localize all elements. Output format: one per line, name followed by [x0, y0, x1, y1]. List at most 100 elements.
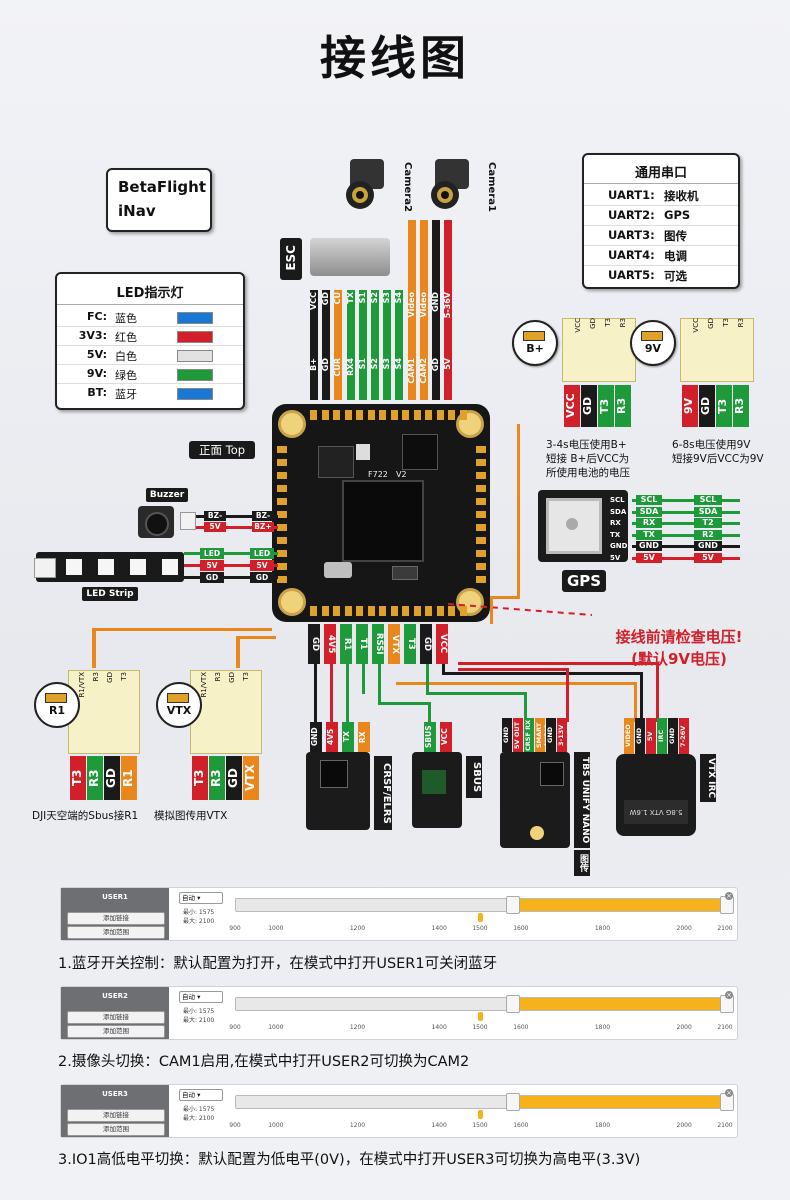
gps-wire-tag-to: R2	[694, 529, 722, 540]
channel-select[interactable]: 自动 ▾	[179, 1089, 223, 1101]
range-min-handle[interactable]	[505, 995, 520, 1013]
board-pad	[277, 446, 287, 453]
wire-tbs-rx	[426, 664, 429, 694]
plug-tag: R1	[34, 682, 80, 728]
crsf-label: CRSF/ELRS	[374, 756, 392, 830]
board-pad	[476, 524, 486, 531]
bottom-pin: RSSI	[372, 624, 384, 664]
range-min-label: 最小: 1575	[183, 1008, 215, 1015]
uart-legend-key: UART3:	[608, 228, 655, 242]
mode-caption: 3.IO1高低电平切换：默认配置为低电平(0V)，在模式中打开USER3可切换为…	[58, 1152, 641, 1168]
camera1-label: Camera1	[486, 162, 497, 212]
sbus-label: SBUS	[466, 756, 482, 798]
range-tick-label: 1500	[472, 1122, 488, 1129]
range-min-label: 最小: 1575	[183, 1106, 215, 1113]
led-strip-label-tag: LED Strip	[82, 587, 138, 601]
tbs-chip	[540, 762, 564, 786]
camera-wire	[407, 220, 416, 290]
vtx-plug-body	[680, 318, 754, 382]
wire-vtx-header	[490, 596, 493, 624]
bottom-pin: GD	[308, 624, 320, 664]
pin-wire	[419, 290, 428, 400]
vtx-plug-tag: 9V	[630, 320, 676, 366]
flight-controller-board: F722 V2	[272, 404, 490, 622]
board-pad	[277, 498, 287, 505]
jumper-pads	[45, 693, 67, 703]
remove-mode-icon[interactable]: ×	[725, 991, 733, 999]
board-pad	[459, 606, 467, 616]
bottom-pin: 4V5	[324, 624, 336, 664]
range-min-handle[interactable]	[505, 1093, 520, 1111]
range-tick-label: 1800	[594, 925, 611, 932]
gps-wire	[632, 533, 740, 537]
board-version: V2	[396, 470, 407, 479]
led-wire	[184, 552, 278, 555]
pin-wire	[334, 290, 343, 400]
led-pin-tag: 5V	[200, 560, 224, 571]
esc-connector	[310, 238, 390, 276]
vtx-plug-note: 6-8s电压使用9V 短接9V后VCC为9V	[672, 439, 764, 465]
led-legend-value: 红色	[115, 331, 137, 344]
add-link-button[interactable]: 添加链接	[67, 912, 165, 925]
jumper-pads	[641, 331, 663, 341]
camera-wire	[432, 220, 440, 290]
uart-legend-value: 可选	[664, 269, 687, 283]
pin-wire	[383, 290, 392, 400]
gps-antenna	[546, 498, 602, 554]
buzzer-label-tag: Buzzer	[146, 488, 188, 502]
gps-wire	[632, 545, 740, 548]
channel-select[interactable]: 自动 ▾	[179, 991, 223, 1003]
board-pad	[476, 498, 486, 505]
board-pad	[356, 410, 363, 420]
usb-port	[324, 562, 352, 578]
range-max-label: 最大: 2100	[183, 1115, 215, 1122]
wire-r1	[92, 628, 96, 668]
range-tick-label: 1000	[268, 1122, 284, 1129]
led-wire	[184, 564, 278, 567]
remove-mode-icon[interactable]: ×	[725, 892, 733, 900]
mode-name: USER3	[102, 1090, 128, 1098]
remove-mode-icon[interactable]: ×	[725, 1089, 733, 1097]
pin-wire	[371, 290, 379, 400]
channel-select[interactable]: 自动 ▾	[179, 892, 223, 904]
led-legend-swatch	[177, 312, 213, 324]
add-link-button[interactable]: 添加链接	[67, 1109, 165, 1122]
sbus-chip	[422, 770, 446, 794]
board-pad	[379, 410, 386, 420]
uart-legend-divider	[584, 205, 738, 206]
pin-wire	[310, 290, 318, 400]
led-legend-key: 5V:	[86, 348, 107, 361]
range-min-handle[interactable]	[505, 896, 520, 914]
wire-sbus	[428, 702, 431, 724]
add-range-button[interactable]: 添加范围	[67, 1123, 165, 1136]
led-strip-label: LED Strip	[86, 589, 134, 599]
baro-chip	[356, 444, 370, 460]
pin-wire	[444, 290, 453, 400]
gps-wire-tag-to: GND	[694, 541, 722, 551]
mode-sidebar: USER3 添加链接添加范围	[61, 1085, 169, 1137]
add-range-button[interactable]: 添加范围	[67, 926, 165, 939]
range-fill	[511, 1096, 726, 1108]
led-board-tag: LED	[250, 548, 274, 559]
camera2	[340, 155, 400, 215]
uart-legend-divider	[584, 245, 738, 246]
board-pad	[402, 410, 409, 420]
add-link-button[interactable]: 添加链接	[67, 1011, 165, 1024]
osd-chip	[402, 434, 438, 470]
led-legend-divider	[57, 383, 243, 384]
board-pad	[344, 410, 352, 420]
gps-pin-label: RX	[610, 519, 621, 527]
pin-wire	[346, 290, 355, 400]
plug-body	[68, 670, 140, 754]
board-pad	[402, 606, 409, 616]
wire-vtx-header	[490, 596, 520, 599]
led-legend-divider	[57, 345, 243, 346]
gps-wire-tag-from: SCL	[636, 495, 662, 505]
add-range-button[interactable]: 添加范围	[67, 1025, 165, 1038]
pin-wire	[358, 290, 367, 400]
buzzer-board-tag: BZ-	[252, 511, 274, 521]
